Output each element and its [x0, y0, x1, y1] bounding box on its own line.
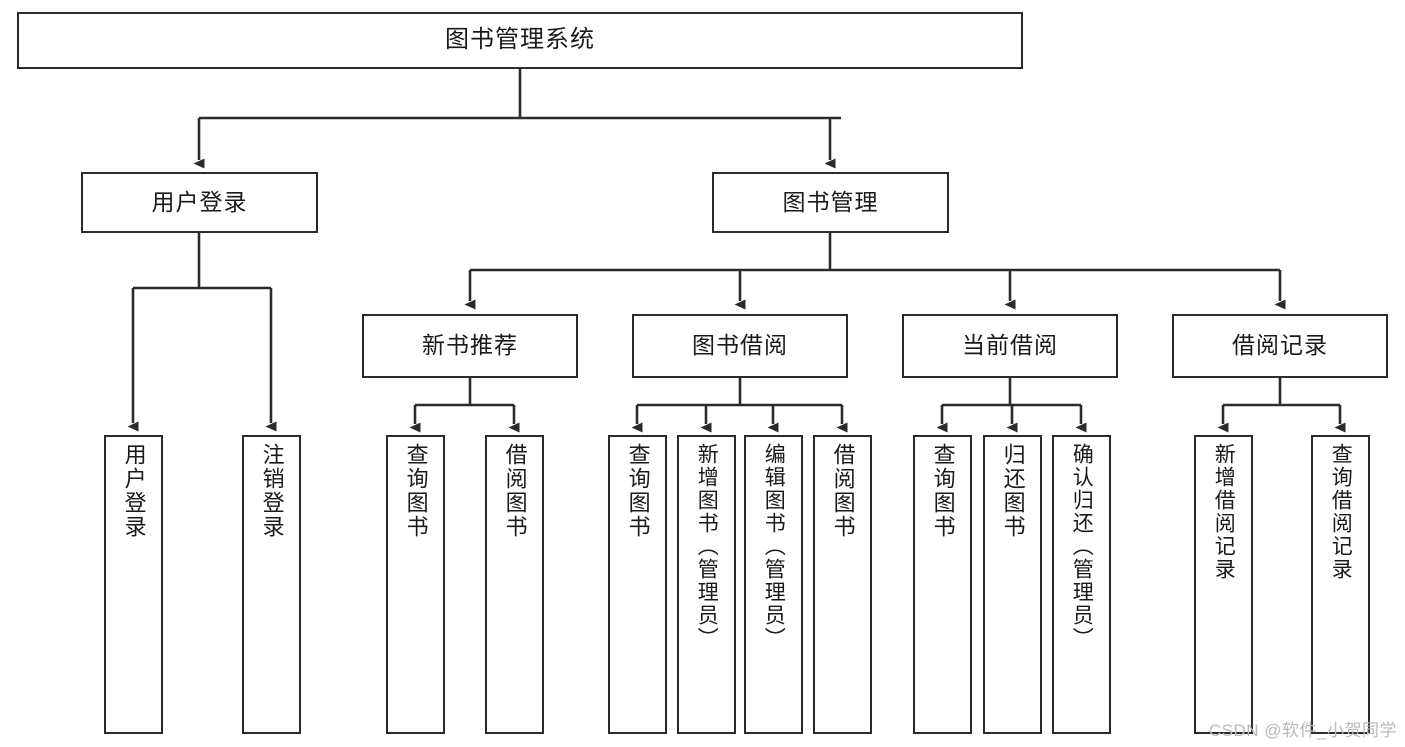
node-leaf-borrow-book-borrow[interactable]: 借阅图书	[813, 435, 872, 734]
node-label: 查询借阅记录	[1329, 443, 1353, 581]
node-leaf-logout-login[interactable]: 注销登录	[242, 435, 301, 734]
node-leaf-confirm-return-admin[interactable]: 确认归还（管理员）	[1052, 435, 1111, 734]
node-label: 新增借阅记录	[1212, 443, 1236, 581]
node-user-login[interactable]: 用户登录	[81, 172, 318, 233]
node-leaf-query-book-recommend[interactable]: 查询图书	[386, 435, 445, 734]
node-leaf-add-book-admin[interactable]: 新增图书（管理员）	[677, 435, 736, 734]
node-label: 用户登录	[151, 188, 248, 215]
node-leaf-user-login[interactable]: 用户登录	[104, 435, 163, 734]
node-root-book-management-system[interactable]: 图书管理系统	[17, 12, 1023, 69]
node-label: 图书管理	[782, 188, 879, 215]
node-new-book-recommend[interactable]: 新书推荐	[362, 314, 578, 378]
node-current-borrow[interactable]: 当前借阅	[902, 314, 1118, 378]
node-book-borrow[interactable]: 图书借阅	[632, 314, 848, 378]
node-label: 确认归还（管理员）	[1070, 443, 1094, 650]
node-label: 当前借阅	[962, 332, 1058, 359]
node-leaf-query-borrow-record[interactable]: 查询借阅记录	[1311, 435, 1370, 734]
node-label: 借阅图书	[830, 443, 856, 539]
node-leaf-add-borrow-record[interactable]: 新增借阅记录	[1194, 435, 1253, 734]
node-borrow-record[interactable]: 借阅记录	[1172, 314, 1388, 378]
node-label: 查询图书	[930, 443, 956, 539]
node-book-management[interactable]: 图书管理	[712, 172, 949, 233]
node-label: 图书管理系统	[445, 26, 595, 54]
node-label: 用户登录	[121, 443, 147, 539]
node-label: 归还图书	[1000, 443, 1026, 539]
node-leaf-borrow-book-recommend[interactable]: 借阅图书	[485, 435, 544, 734]
node-label: 查询图书	[403, 443, 429, 539]
node-label: 新书推荐	[422, 332, 518, 359]
node-label: 注销登录	[259, 443, 285, 539]
node-leaf-return-book[interactable]: 归还图书	[983, 435, 1042, 734]
node-leaf-query-book-borrow[interactable]: 查询图书	[608, 435, 667, 734]
node-leaf-edit-book-admin[interactable]: 编辑图书（管理员）	[744, 435, 803, 734]
node-label: 借阅图书	[502, 443, 528, 539]
node-label: 图书借阅	[692, 332, 788, 359]
node-label: 编辑图书（管理员）	[762, 443, 786, 650]
node-label: 借阅记录	[1232, 332, 1328, 359]
csdn-watermark: CSDN @软件_小贺同学	[1208, 721, 1397, 740]
node-label: 新增图书（管理员）	[695, 443, 719, 650]
node-leaf-query-book-current[interactable]: 查询图书	[913, 435, 972, 734]
node-label: 查询图书	[625, 443, 651, 539]
